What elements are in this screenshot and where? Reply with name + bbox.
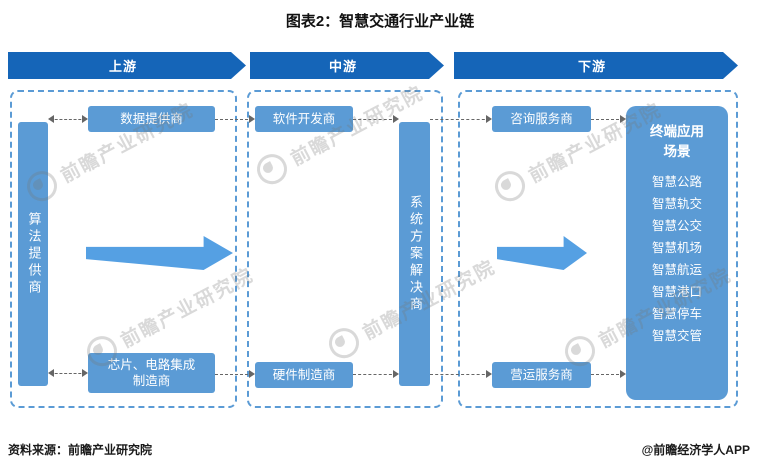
box-software-developer: 软件开发商 bbox=[255, 106, 353, 132]
terminal-item-bus: 智慧公交 bbox=[651, 219, 702, 234]
terminal-item-rail: 智慧轨交 bbox=[651, 197, 702, 212]
box-algorithm-provider: 算法提供商 bbox=[18, 122, 48, 386]
box-data-provider: 数据提供商 bbox=[88, 106, 215, 132]
credit-note: @前瞻经济学人APP bbox=[641, 443, 750, 457]
connector-software-system bbox=[353, 115, 399, 123]
box-operating-service: 营运服务商 bbox=[492, 362, 591, 388]
terminal-application-box: 终端应用场景 智慧公路 智慧轨交 智慧公交 智慧机场 智慧航运 智慧港口 智慧停… bbox=[626, 106, 728, 400]
connector-system-consulting bbox=[430, 115, 492, 123]
connector-alg-data bbox=[48, 115, 88, 123]
stage-header-midstream: 中游 bbox=[250, 52, 444, 79]
stage-label-downstream: 下游 bbox=[577, 59, 606, 74]
stage-label-midstream: 中游 bbox=[328, 59, 357, 74]
stage-label-upstream: 上游 bbox=[108, 59, 137, 74]
terminal-item-port: 智慧港口 bbox=[651, 285, 702, 300]
figure-title: 图表2：智慧交通行业产业链 bbox=[285, 13, 475, 30]
terminal-title: 终端应用场景 bbox=[650, 124, 704, 159]
box-system-solution-provider: 系统方案解决商 bbox=[399, 122, 430, 386]
terminal-item-airport: 智慧机场 bbox=[651, 241, 702, 256]
connector-operating-terminal bbox=[591, 370, 626, 378]
connector-consulting-terminal bbox=[591, 115, 626, 123]
box-consulting-service: 咨询服务商 bbox=[492, 106, 591, 132]
terminal-item-traffic-mgmt: 智慧交管 bbox=[651, 329, 702, 344]
connector-alg-chip bbox=[48, 369, 88, 377]
connector-system-operating bbox=[430, 370, 492, 378]
terminal-item-highway: 智慧公路 bbox=[651, 175, 702, 190]
midstream-section-frame bbox=[247, 90, 443, 408]
connector-hardware-system bbox=[353, 370, 399, 378]
source-note: 资料来源：前瞻产业研究院 bbox=[8, 443, 153, 457]
terminal-item-shipping: 智慧航运 bbox=[651, 263, 702, 278]
connector-data-software bbox=[215, 115, 255, 123]
connector-chip-hardware bbox=[215, 370, 255, 378]
terminal-item-parking: 智慧停车 bbox=[651, 307, 702, 322]
upstream-section-frame bbox=[10, 90, 237, 408]
stage-header-upstream: 上游 bbox=[8, 52, 246, 79]
box-hardware-manufacturer: 硬件制造商 bbox=[255, 362, 353, 388]
stage-header-downstream: 下游 bbox=[454, 52, 738, 79]
downstream-section-frame bbox=[458, 90, 738, 408]
box-chip-manufacturer: 芯片、电路集成制造商 bbox=[88, 353, 215, 393]
